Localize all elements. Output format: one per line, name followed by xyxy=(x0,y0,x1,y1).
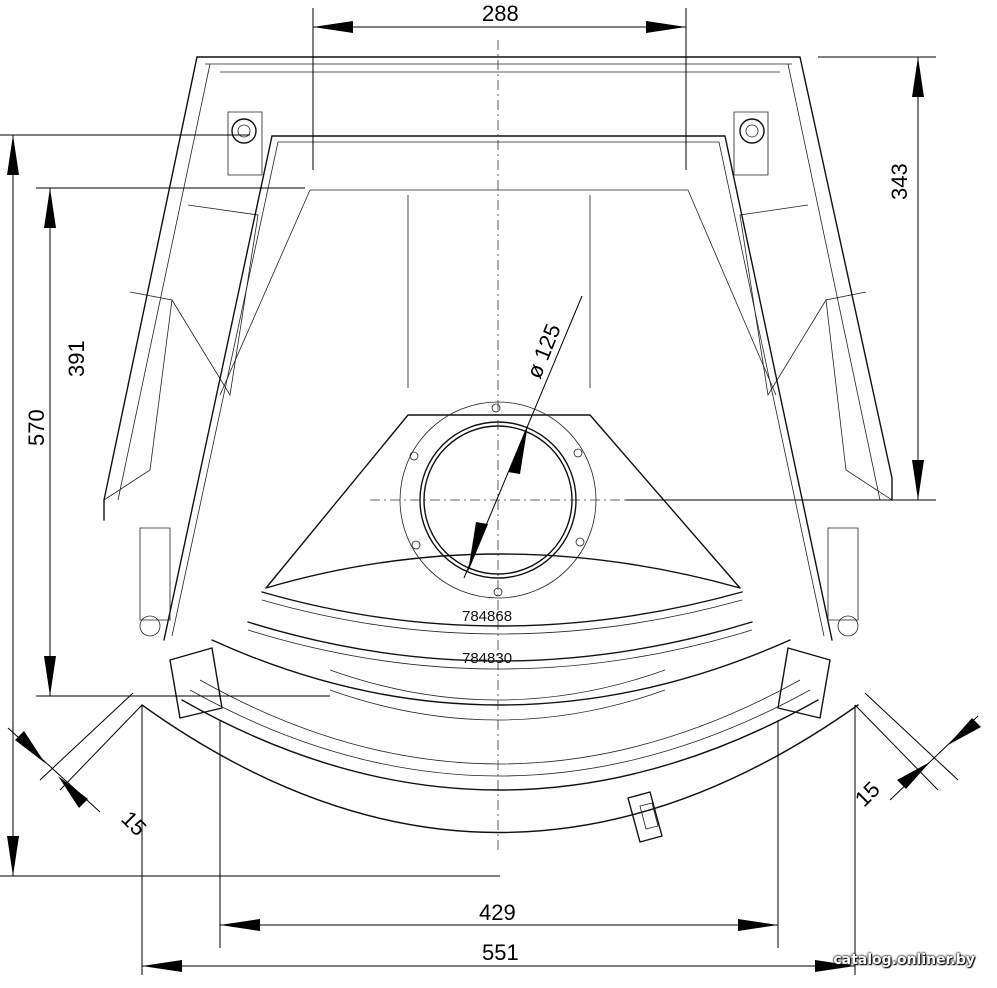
firebox-inner xyxy=(163,135,833,641)
dim-left-inner-height: 391 xyxy=(64,340,89,377)
part-number-a: 784868 xyxy=(462,608,512,625)
part-number-b: 784830 xyxy=(462,650,512,667)
dim-inner-width: 429 xyxy=(479,900,516,925)
dim-top-width: 288 xyxy=(482,1,519,26)
dimension-lines xyxy=(7,21,981,972)
dimension-labels: 288 343 570 391 ø 125 429 551 15 15 xyxy=(24,1,912,965)
part-labels: 784868 784830 xyxy=(462,608,512,667)
extension-lines xyxy=(0,8,959,975)
dim-left-outer-height: 570 xyxy=(24,409,49,446)
watermark-text: catalog.onliner.by xyxy=(833,952,975,968)
dim-left-offset: 15 xyxy=(116,806,151,841)
centre-lines xyxy=(370,40,936,852)
door-arcs xyxy=(139,527,859,843)
outer-housing xyxy=(103,56,893,521)
dim-right-height: 343 xyxy=(887,163,912,200)
dim-outer-width: 551 xyxy=(482,940,519,965)
